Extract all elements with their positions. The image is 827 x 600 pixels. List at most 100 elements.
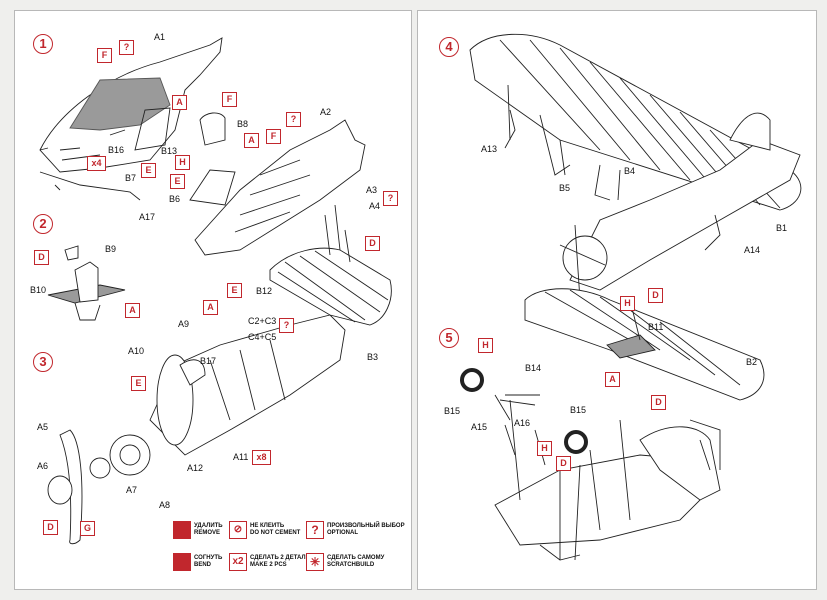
part-label-a6: A6 <box>37 461 49 471</box>
legend-optional: ПРОИЗВОЛЬНЫЙ ВЫБОР OPTIONAL <box>327 523 405 537</box>
optional-mark: ? <box>383 191 398 206</box>
part-label-a11: A11 <box>233 452 249 462</box>
legend-make-two: СДЕЛАТЬ 2 ДЕТАЛИ MAKE 2 PCS <box>250 555 310 569</box>
step5-struts <box>494 394 546 466</box>
scratchbuild-icon: ✳ <box>306 553 324 571</box>
part-label-a14: A14 <box>744 245 761 255</box>
step4-lower-wing <box>524 288 765 401</box>
paint-code-a: A <box>172 95 187 110</box>
part-label-b5: B5 <box>559 183 571 193</box>
part-label-a8: A8 <box>159 500 171 510</box>
paint-code-h: H <box>620 296 635 311</box>
legend-bend-en: BEND <box>194 562 212 568</box>
legend-remove-ru: УДАЛИТЬ <box>194 523 223 529</box>
step5-ring-h <box>460 368 484 392</box>
part-label-a10: A10 <box>128 346 145 356</box>
part-label-b7: B7 <box>125 173 137 183</box>
step2-floor-assembly <box>47 245 126 321</box>
step-number-3: 3 <box>33 352 53 372</box>
paint-code-d: D <box>43 520 58 535</box>
part-label-a7: A7 <box>126 485 138 495</box>
step3-struts <box>324 204 351 263</box>
remove-icon <box>173 521 191 539</box>
part-label-a1: A1 <box>154 32 166 42</box>
paint-code-h: H <box>478 338 493 353</box>
paint-code-d: D <box>556 456 571 471</box>
step1-fuselage-left-half <box>39 37 223 173</box>
paint-code-f: F <box>266 129 281 144</box>
part-label-c2-c3: C2+C3 <box>248 316 277 326</box>
part-label-b4: B4 <box>624 166 636 176</box>
step3-fuselage <box>149 314 346 456</box>
part-label-a5: A5 <box>37 422 49 432</box>
part-label-b11: B11 <box>648 322 664 332</box>
part-label-b8: B8 <box>237 119 249 129</box>
legend-make-two-en: MAKE 2 PCS <box>250 562 287 568</box>
part-label-b12: B12 <box>256 286 273 296</box>
step1-cockpit-frames <box>134 107 236 206</box>
step1-fuselage-right-half <box>194 119 366 256</box>
legend-remove: УДАЛИТЬ REMOVE <box>194 523 223 537</box>
no-cement-icon: ⊘ <box>229 521 247 539</box>
part-label-a16: A16 <box>514 418 531 428</box>
part-label-b1: B1 <box>776 223 788 233</box>
legend-bend-ru: СОГНУТЬ <box>194 555 223 561</box>
step-number-5: 5 <box>439 328 459 348</box>
optional-mark: ? <box>286 112 301 127</box>
paint-code-d: D <box>34 250 49 265</box>
legend-optional-en: OPTIONAL <box>327 530 358 536</box>
part-label-b17: B17 <box>200 356 217 366</box>
part-label-b3: B3 <box>367 352 379 362</box>
paint-code-g: G <box>80 521 95 536</box>
times-eight-mark: x8 <box>252 450 271 465</box>
part-label-b15: B15 <box>570 405 587 415</box>
paint-code-a: A <box>244 133 259 148</box>
part-label-a9: A9 <box>178 319 190 329</box>
paint-code-h: H <box>175 155 190 170</box>
make-two-icon-glyph: x2 <box>232 556 244 567</box>
step4-propeller-engine <box>559 224 608 301</box>
optional-mark: ? <box>119 40 134 55</box>
times-four-mark: x4 <box>87 156 106 171</box>
legend-bend: СОГНУТЬ BEND <box>194 555 222 569</box>
step-number-2: 2 <box>33 214 53 234</box>
part-label-a13: A13 <box>481 144 498 154</box>
step5-aircraft <box>494 419 721 561</box>
paint-code-f: F <box>97 48 112 63</box>
legend-make-two-ru: СДЕЛАТЬ 2 ДЕТАЛИ <box>250 555 310 561</box>
step4-struts <box>504 84 721 341</box>
paint-code-e: E <box>170 174 185 189</box>
paint-code-a: A <box>605 372 620 387</box>
part-label-a12: A12 <box>187 463 204 473</box>
part-label-a2: A2 <box>320 107 332 117</box>
legend-scratchbuild-ru: СДЕЛАТЬ САМОМУ <box>327 555 385 561</box>
part-label-a4: A4 <box>369 201 381 211</box>
paint-code-d: D <box>648 288 663 303</box>
make-two-icon: x2 <box>229 553 247 571</box>
step4-fuselage <box>569 112 801 291</box>
step3-propeller <box>47 429 151 545</box>
legend-optional-ru: ПРОИЗВОЛЬНЫЙ ВЫБОР <box>327 523 405 529</box>
bend-icon <box>173 553 191 571</box>
paint-code-e: E <box>141 163 156 178</box>
paint-code-a: A <box>203 300 218 315</box>
legend-scratchbuild: СДЕЛАТЬ САМОМУ SCRATCHBUILD <box>327 555 384 569</box>
paint-code-h: H <box>537 441 552 456</box>
paint-code-e: E <box>131 376 146 391</box>
step-number-4: 4 <box>439 37 459 57</box>
paint-code-e: E <box>227 283 242 298</box>
paint-code-d: D <box>365 236 380 251</box>
part-label-b14: B14 <box>525 363 542 373</box>
optional-icon-glyph: ? <box>311 523 319 537</box>
step-number-1: 1 <box>33 34 53 54</box>
part-label-b13: B13 <box>161 146 178 156</box>
legend-no-cement-ru: НЕ КЛЕИТЬ <box>250 523 285 529</box>
paint-code-d: D <box>651 395 666 410</box>
step3-top-wing <box>269 247 392 326</box>
part-label-a15: A15 <box>471 422 488 432</box>
part-label-b2: B2 <box>746 357 758 367</box>
paint-code-a: A <box>125 303 140 318</box>
optional-mark: ? <box>279 318 294 333</box>
